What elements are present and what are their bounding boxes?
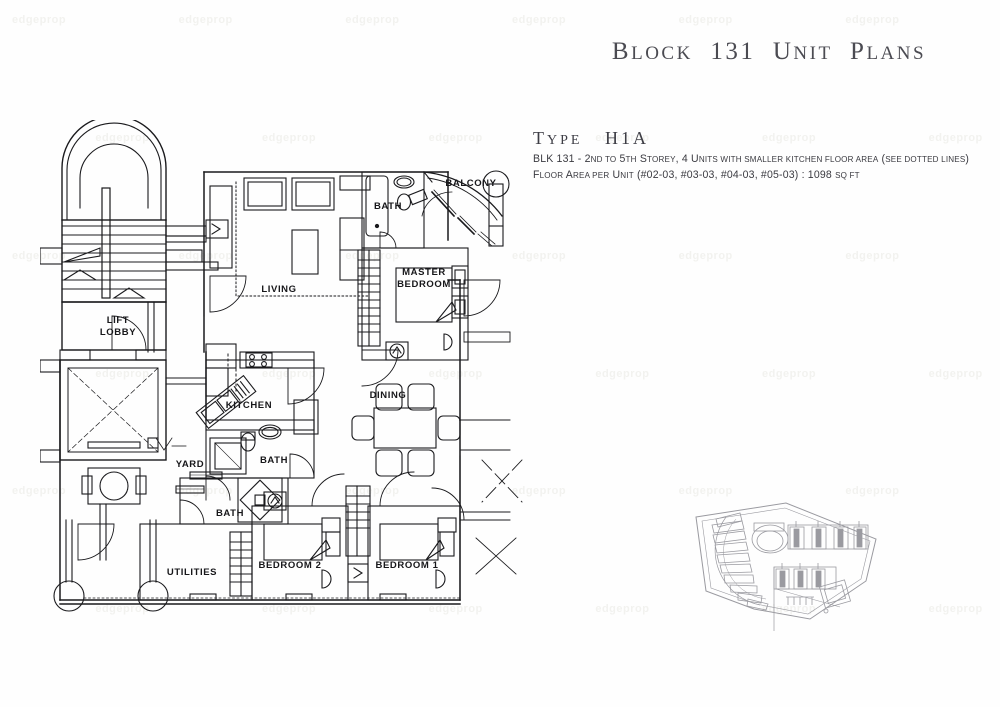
bath-common-upper	[205, 419, 315, 479]
label-bath-master: BATH	[374, 201, 402, 212]
title-word-unit: UNIT	[772, 38, 833, 65]
nightstand	[451, 265, 469, 289]
label-dining: DINING	[370, 390, 407, 401]
type-word: TYPE	[533, 128, 583, 148]
radial-blocks	[711, 512, 789, 611]
block-row-lower	[773, 563, 837, 590]
label-utilities: UTILITIES	[167, 567, 217, 578]
bedside-chair-2	[321, 569, 332, 589]
shower-rotated	[239, 479, 281, 521]
bed-master	[395, 267, 453, 323]
label-yard: YARD	[176, 459, 204, 470]
dining-chair-5	[375, 449, 403, 477]
lift-shaft	[40, 349, 167, 561]
wardrobe-utilities	[229, 531, 253, 597]
watermark-tile: edgeprop	[512, 14, 567, 26]
label-balcony: BALCONY	[445, 178, 496, 189]
bedside-chair-1	[435, 569, 446, 589]
type-code: H1A	[604, 128, 649, 148]
corridor-wardrobe	[345, 485, 371, 583]
label-bath-1: BATH	[260, 455, 288, 466]
column-2	[137, 580, 169, 612]
title-word-number: 131	[710, 38, 756, 65]
column-1	[53, 580, 85, 612]
page-title: BLOCK 131 UNIT PLANS	[545, 38, 993, 66]
columns-bottom	[53, 519, 169, 612]
watermark-tile: edgeprop	[762, 367, 817, 380]
label-master-bedroom: BEDROOM	[397, 279, 451, 290]
label-bath-2: BATH	[216, 508, 244, 519]
watermark-tile: edgeprop	[178, 14, 233, 26]
basin-2	[258, 424, 282, 440]
armchair	[339, 217, 365, 281]
dining-chair-2	[407, 383, 435, 411]
entry-cabinet	[209, 185, 233, 269]
room-labels: LIFT LOBBY LIVING BATH BALCONY MASTER BE…	[100, 178, 496, 578]
label-bedroom-2: BEDROOM 2	[259, 560, 322, 571]
shower	[209, 437, 247, 475]
dining-chair-4	[437, 415, 461, 441]
watermark-tile: edgeprop	[845, 14, 900, 26]
dining-room	[351, 383, 465, 525]
bathtub	[365, 175, 389, 237]
living-room	[165, 175, 371, 317]
sofa-set	[243, 175, 371, 211]
utilities-room	[77, 523, 253, 601]
column-round	[482, 170, 510, 198]
site-amenities	[773, 567, 852, 631]
balcony	[421, 170, 510, 247]
subtitle-line-2: FLOOR AREA PER UNIT (#02-03, #03-03, #04…	[533, 168, 965, 184]
label-bedroom-1: BEDROOM 1	[376, 560, 439, 571]
hob	[245, 352, 273, 368]
label-kitchen: KITCHEN	[226, 400, 272, 411]
wc	[396, 193, 412, 211]
dining-chair-6	[407, 449, 435, 477]
coffee-table	[291, 229, 319, 275]
watermark-tile: edgeprop	[928, 603, 983, 616]
dining-chair-3	[351, 415, 375, 441]
dining-chair-1	[375, 383, 403, 411]
dining-table	[373, 407, 437, 449]
title-word-block: BLOCK	[611, 38, 693, 65]
watermark-tile: edgeprop	[595, 367, 650, 380]
adjacent-unit-markers	[459, 279, 523, 575]
subtitle-line-1-text: BLK 131 - 2ND TO 5TH STOREY, 4 UNITS WIT…	[533, 153, 970, 165]
yard	[147, 377, 231, 501]
wc-2	[240, 432, 256, 452]
watermark-tile: edgeprop	[345, 14, 400, 26]
stairwell	[40, 120, 219, 353]
watermark-tile: edgeprop	[678, 249, 733, 262]
exterior-bottom-wall	[59, 593, 461, 605]
lobby-furniture	[87, 467, 141, 505]
unit-type-heading: TYPE H1A	[533, 128, 993, 149]
label-lobby: LOBBY	[100, 327, 136, 338]
bedroom-1	[367, 471, 461, 601]
label-living: LIVING	[261, 284, 296, 295]
watermark-tile: edgeprop	[928, 367, 983, 380]
key-plan	[695, 502, 877, 631]
subtitle-line-1: BLK 131 - 2ND TO 5TH STOREY, 4 UNITS WIT…	[533, 152, 969, 168]
label-master: MASTER	[402, 267, 446, 278]
floorplan-drawing: LIFT LOBBY LIVING BATH BALCONY MASTER BE…	[40, 120, 523, 612]
watermark-tile: edgeprop	[678, 14, 733, 26]
side-chair	[443, 333, 453, 351]
master-bedroom	[357, 247, 469, 387]
wardrobe-master	[357, 249, 381, 347]
unit-outline	[59, 171, 461, 601]
watermark-tile: edgeprop	[595, 603, 650, 616]
block-row-upper	[787, 521, 869, 550]
sink-counter	[195, 374, 257, 430]
label-lift: LIFT	[107, 315, 129, 326]
title-word-plans: PLANS	[850, 38, 927, 65]
subtitle-line-2-text: FLOOR AREA PER UNIT (#02-03, #03-03, #04…	[533, 168, 860, 181]
header-block: BLOCK 131 UNIT PLANS TYPE H1A BLK 131 - …	[533, 38, 993, 183]
bedroom-2	[251, 473, 349, 601]
basin	[393, 175, 415, 189]
watermark-tile: edgeprop	[12, 14, 67, 26]
bed-2	[263, 523, 323, 561]
watermark-tile: edgeprop	[845, 249, 900, 262]
